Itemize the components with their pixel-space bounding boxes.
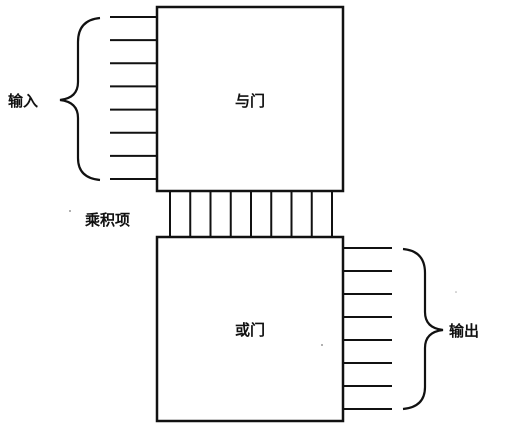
- speck: [69, 210, 71, 212]
- product-terms-label: 乘积项: [84, 211, 130, 229]
- or-gate-label: 或门: [235, 321, 265, 339]
- speck: [321, 344, 323, 346]
- output-lines: [343, 247, 392, 410]
- and-gate-label: 与门: [235, 92, 265, 110]
- input-brace: [59, 16, 101, 182]
- output-brace: [402, 247, 444, 411]
- speck: [455, 291, 457, 293]
- or-gate-block: [155, 235, 345, 423]
- product-term-lines: [169, 191, 333, 237]
- input-label: 输入: [8, 92, 38, 110]
- input-lines: [110, 16, 157, 180]
- output-label: 输出: [449, 322, 479, 340]
